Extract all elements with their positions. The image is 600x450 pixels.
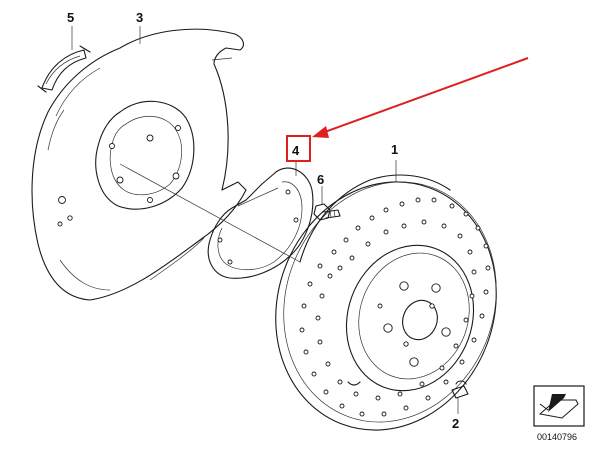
protection-plate [31,28,301,301]
drilled-holes [299,197,491,417]
brake-disc [275,160,497,431]
disc-screw [451,380,469,414]
leader-lines [71,26,297,176]
label-part-3: 3 [136,10,143,25]
catalog-number: 00140796 [537,432,577,442]
hex-bolt [313,186,341,221]
backing-plate [207,167,314,279]
retaining-clip [37,45,91,93]
label-part-4: 4 [292,143,300,158]
highlight-callout: 4 [286,57,529,162]
label-part-1: 1 [391,142,398,157]
direction-icon [533,385,585,427]
label-part-5: 5 [67,10,74,25]
label-part-2: 2 [452,416,459,431]
label-part-6: 6 [317,172,324,187]
